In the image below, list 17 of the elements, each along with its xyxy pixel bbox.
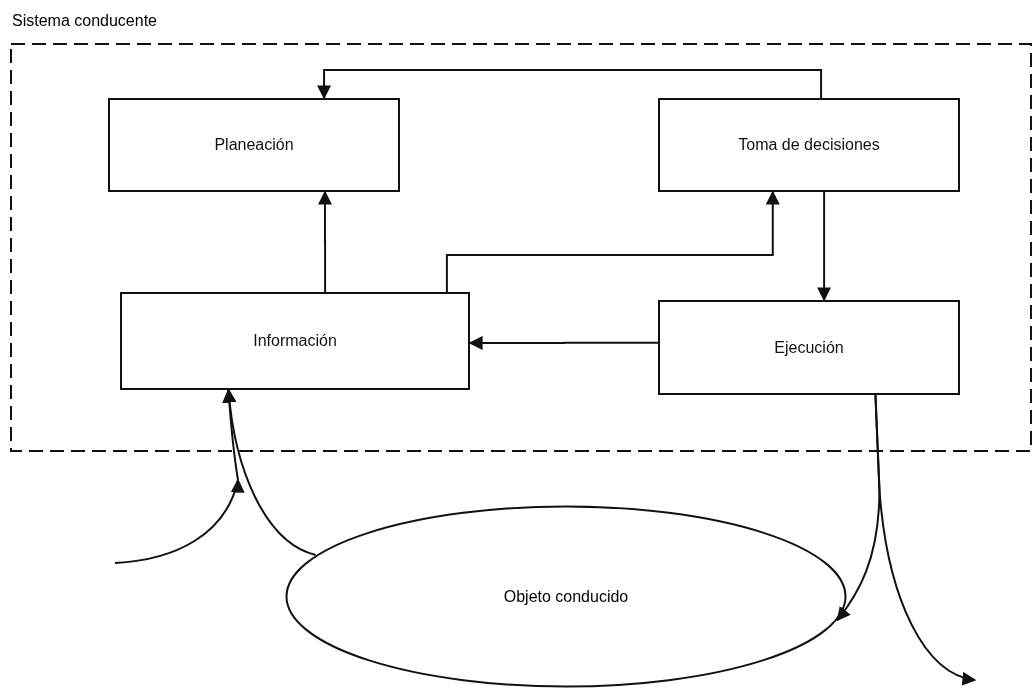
process-box: [658, 300, 960, 395]
process-box: [658, 98, 960, 192]
node-label: Objeto conducido: [503, 587, 629, 606]
process-box: [120, 292, 470, 390]
node-label: Ejecución: [774, 338, 844, 357]
arrow: [817, 191, 832, 302]
node-label: Planeación: [214, 136, 294, 154]
process-box: [108, 98, 400, 192]
ellipse-node: [285, 505, 847, 688]
arrow: [317, 190, 332, 293]
arrow: [317, 69, 823, 100]
arrow: [114, 389, 245, 564]
node-label: Toma de decisiones: [738, 136, 880, 154]
node-label: Información: [253, 332, 337, 350]
group-heading: Sistema conducente: [12, 12, 157, 30]
arrow: [874, 394, 977, 685]
arrow: [445, 190, 780, 293]
